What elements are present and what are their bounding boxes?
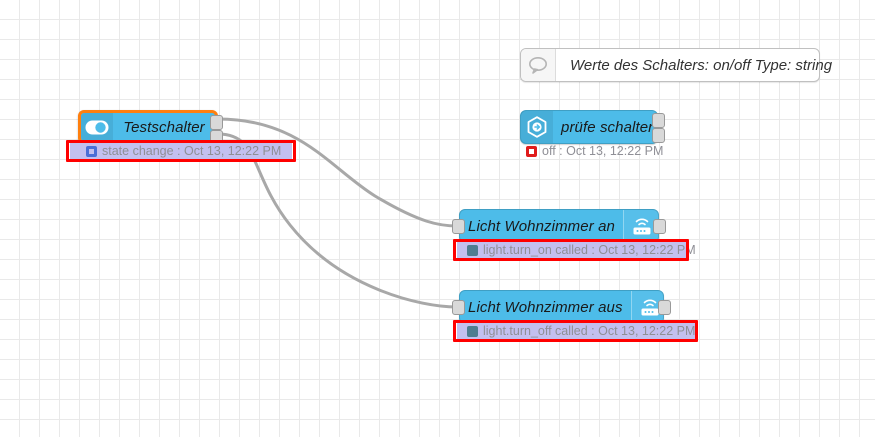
toggle-switch-icon [81, 113, 113, 141]
node-licht-wohnzimmer-aus-output[interactable] [658, 300, 671, 315]
comment-text: Werte des Schalters: on/off Type: string [570, 56, 833, 74]
node-licht-wohnzimmer-an-status-text: light.turn_on called : Oct 13, 12:22 PM [483, 242, 696, 257]
node-pruefe-schalter[interactable]: prüfe schalter [520, 110, 665, 144]
node-testschalter[interactable]: Testschalter [78, 110, 223, 145]
node-testschalter-status: state change : Oct 13, 12:22 PM [70, 142, 292, 160]
node-pruefe-schalter-output-1[interactable] [652, 113, 665, 128]
node-licht-wohnzimmer-aus-status: light.turn_off called : Oct 13, 12:22 PM [457, 322, 695, 340]
node-pruefe-schalter-status: off : Oct 13, 12:22 PM [526, 142, 663, 160]
node-licht-wohnzimmer-aus-input[interactable] [452, 300, 465, 315]
square-fill-grey-icon [467, 244, 478, 256]
node-licht-wohnzimmer-aus-status-text: light.turn_off called : Oct 13, 12:22 PM [483, 323, 696, 338]
node-licht-wohnzimmer-an-output[interactable] [653, 219, 666, 234]
node-pruefe-schalter-output-2[interactable] [652, 128, 665, 143]
node-licht-wohnzimmer-an[interactable]: Licht Wohnzimmer an [452, 209, 666, 243]
square-ring-blue-icon [86, 145, 97, 157]
node-pruefe-schalter-status-text: off : Oct 13, 12:22 PM [542, 143, 664, 158]
node-licht-wohnzimmer-an-input[interactable] [452, 219, 465, 234]
square-fill-grey-icon [467, 325, 478, 337]
node-testschalter-label: Testschalter [123, 118, 205, 136]
node-licht-wohnzimmer-an-label: Licht Wohnzimmer an [468, 217, 615, 235]
node-testschalter-output-1[interactable] [210, 115, 223, 130]
node-pruefe-schalter-label: prüfe schalter [561, 118, 654, 136]
speech-bubble-icon [521, 49, 556, 81]
node-licht-wohnzimmer-an-status: light.turn_on called : Oct 13, 12:22 PM [457, 241, 696, 259]
node-licht-wohnzimmer-aus-label: Licht Wohnzimmer aus [468, 298, 623, 316]
hexagon-arrow-icon [521, 111, 553, 143]
comment-node[interactable]: Werte des Schalters: on/off Type: string [520, 48, 832, 82]
node-licht-wohnzimmer-aus[interactable]: Licht Wohnzimmer aus [452, 290, 671, 324]
square-ring-red-icon [526, 145, 537, 157]
node-testschalter-status-text: state change : Oct 13, 12:22 PM [102, 143, 282, 158]
wire-testschalter-out1-to-licht-an [216, 117, 459, 228]
router-wifi-icon [622, 210, 660, 242]
